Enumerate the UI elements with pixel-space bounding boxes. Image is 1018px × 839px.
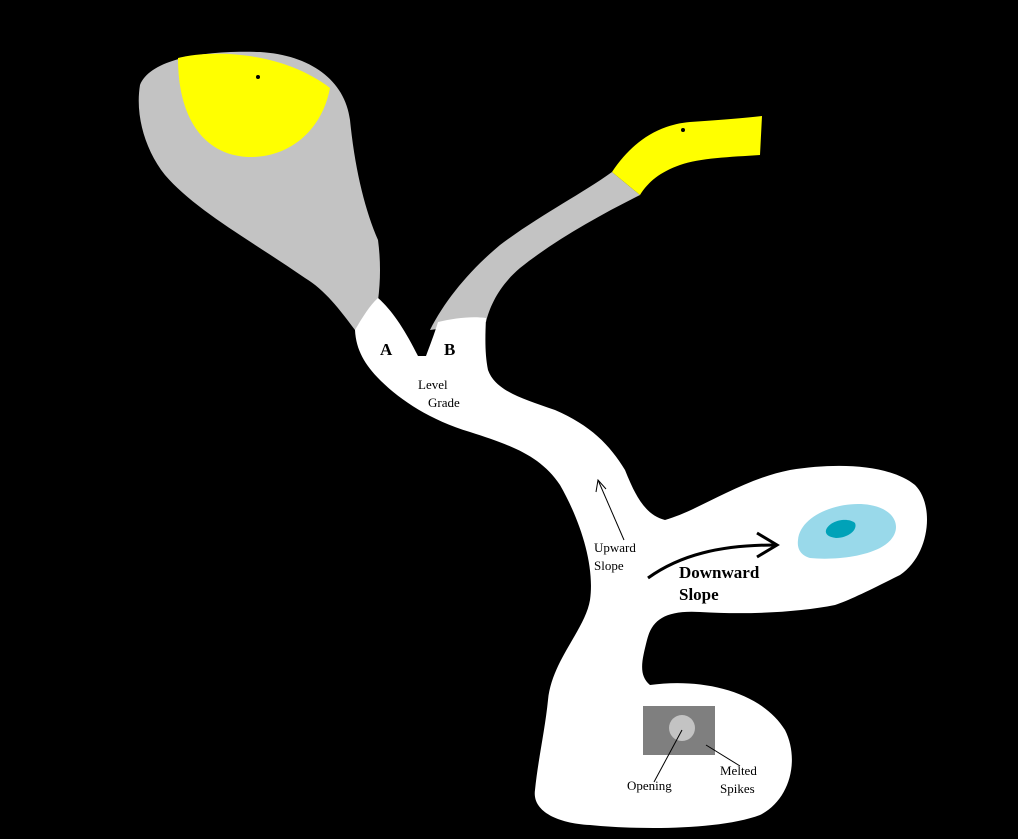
label-a: A (380, 340, 393, 359)
upward-arrow-line (597, 479, 625, 541)
downward-arrow-line (647, 543, 776, 580)
label-grade: Grade (428, 395, 460, 410)
left-light-dot (256, 75, 260, 79)
label-b: B (444, 340, 455, 359)
label-downward: Downward (679, 563, 760, 582)
label-melted: Melted (720, 763, 757, 778)
tunnel-main (355, 298, 927, 828)
right-light-dot (681, 128, 685, 132)
right-light-source (612, 116, 762, 195)
pool-center (825, 519, 856, 538)
opening-hole (669, 715, 695, 741)
label-level: Level (418, 377, 448, 392)
label-upward: Upward (594, 540, 636, 555)
label-spikes: Spikes (720, 781, 755, 796)
label-upward-slope: Slope (594, 558, 624, 573)
upward-arrow-head (595, 478, 607, 493)
downward-arrow-head (756, 531, 780, 559)
label-downward-slope: Slope (679, 585, 719, 604)
melted-spikes-pointer (705, 744, 741, 767)
right-gray-passage (430, 172, 640, 330)
label-opening: Opening (627, 778, 672, 793)
left-light-source (178, 53, 330, 158)
opening-pointer (653, 729, 683, 783)
